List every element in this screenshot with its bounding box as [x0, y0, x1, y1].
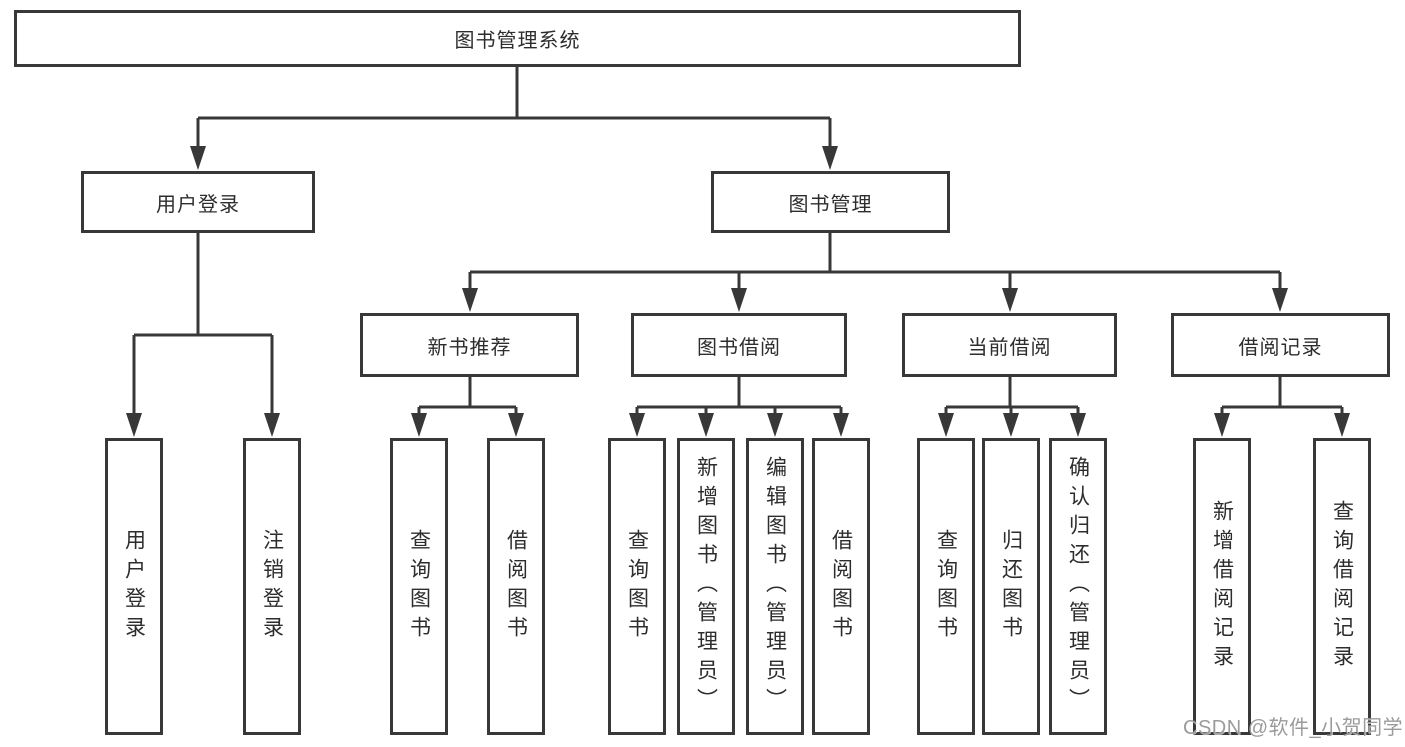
- leaf-query-books-current: 查询图书: [917, 438, 975, 735]
- edge-bookborrow-to-leaves: [635, 377, 843, 415]
- node-user-login-label: 用户登录: [156, 193, 240, 216]
- node-current-borrowing-label: 当前借阅: [967, 336, 1052, 359]
- arrowhead: [126, 413, 142, 437]
- edge-bookmgmt-to-level3: [468, 233, 1282, 292]
- leaf-add-books-admin-label: 新增图书（管理员）: [694, 456, 718, 717]
- arrowhead: [833, 413, 849, 437]
- arrowhead: [1214, 413, 1230, 437]
- leaf-borrow-books-recommendation: 借阅图书: [487, 438, 545, 735]
- node-book-management-label: 图书管理: [788, 193, 873, 216]
- arrowhead: [190, 146, 206, 170]
- arrowhead: [264, 413, 280, 437]
- arrowhead: [629, 413, 645, 437]
- node-borrowing-records: 借阅记录: [1171, 313, 1390, 377]
- arrowhead: [1070, 413, 1086, 437]
- leaf-add-borrowing-record-label: 新增借阅记录: [1210, 499, 1234, 674]
- leaf-query-books-recommendation-label: 查询图书: [407, 528, 431, 645]
- node-user-login: 用户登录: [81, 171, 315, 233]
- arrowhead: [1272, 288, 1288, 312]
- leaf-confirm-return-admin: 确认归还（管理员）: [1049, 438, 1107, 735]
- leaf-query-books-borrowing: 查询图书: [608, 438, 666, 735]
- leaf-return-books-label: 归还图书: [999, 528, 1023, 645]
- arrowhead: [1334, 413, 1350, 437]
- arrowhead: [731, 288, 747, 312]
- node-book-management: 图书管理: [711, 171, 950, 233]
- node-borrowing-records-label: 借阅记录: [1238, 336, 1323, 359]
- leaf-return-books: 归还图书: [982, 438, 1040, 735]
- arrowhead: [462, 288, 478, 312]
- edge-borrowrecords-to-leaves: [1220, 377, 1344, 415]
- leaf-edit-books-admin-label: 编辑图书（管理员）: [763, 456, 787, 717]
- leaf-add-borrowing-record: 新增借阅记录: [1193, 438, 1251, 735]
- leaf-confirm-return-admin-label: 确认归还（管理员）: [1066, 456, 1090, 717]
- leaf-query-books-current-label: 查询图书: [934, 528, 958, 645]
- csdn-watermark: CSDN @软件_小贺同学: [1183, 717, 1404, 739]
- leaf-logout-label: 注销登录: [260, 528, 284, 645]
- node-root-label: 图书管理系统: [454, 30, 581, 52]
- leaf-query-books-recommendation: 查询图书: [390, 438, 448, 735]
- leaf-edit-books-admin: 编辑图书（管理员）: [746, 438, 804, 735]
- arrowhead: [411, 413, 427, 437]
- arrowhead: [698, 413, 714, 437]
- edge-root-to-level2: [196, 67, 832, 150]
- arrowhead: [767, 413, 783, 437]
- leaf-user-login: 用户登录: [105, 438, 163, 735]
- leaf-query-books-borrowing-label: 查询图书: [625, 528, 649, 645]
- leaf-query-borrowing-record-label: 查询借阅记录: [1330, 499, 1354, 674]
- leaf-borrow-books-borrowing: 借阅图书: [812, 438, 870, 735]
- node-root: 图书管理系统: [14, 10, 1021, 67]
- arrowhead: [1002, 288, 1018, 312]
- arrowhead: [1003, 413, 1019, 437]
- edge-currentborrow-to-leaves: [944, 377, 1080, 415]
- arrowhead: [508, 413, 524, 437]
- leaf-query-borrowing-record: 查询借阅记录: [1313, 438, 1371, 735]
- leaf-user-login-label: 用户登录: [122, 528, 146, 645]
- leaf-logout: 注销登录: [243, 438, 301, 735]
- node-current-borrowing: 当前借阅: [902, 313, 1117, 377]
- edge-newbookrec-to-leaves: [417, 377, 518, 415]
- node-new-book-recommendation: 新书推荐: [360, 313, 579, 377]
- node-book-borrowing: 图书借阅: [631, 313, 847, 377]
- node-book-borrowing-label: 图书借阅: [697, 336, 781, 359]
- edge-userlogin-to-leaves: [132, 233, 274, 415]
- leaf-borrow-books-recommendation-label: 借阅图书: [504, 528, 528, 645]
- node-new-book-recommendation-label: 新书推荐: [427, 336, 512, 359]
- arrowhead: [822, 146, 838, 170]
- leaf-add-books-admin: 新增图书（管理员）: [677, 438, 735, 735]
- arrowhead: [938, 413, 954, 437]
- leaf-borrow-books-borrowing-label: 借阅图书: [829, 528, 853, 645]
